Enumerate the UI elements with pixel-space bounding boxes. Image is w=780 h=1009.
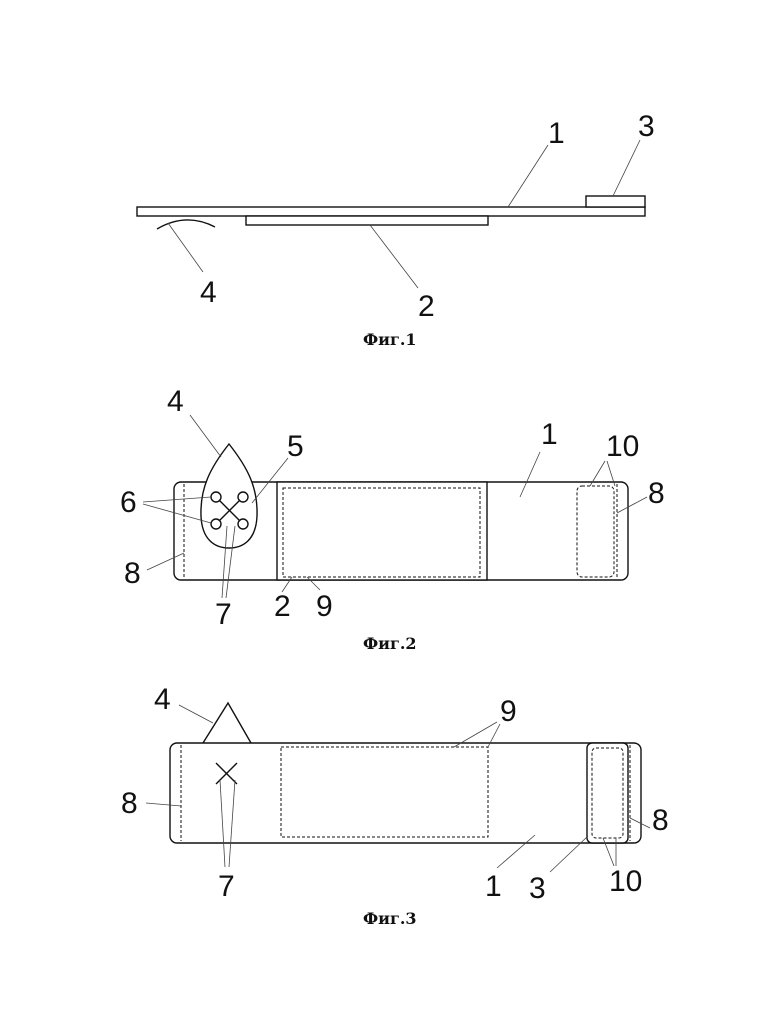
fig1-label-2: 2	[418, 290, 435, 323]
fig2-label-4: 4	[167, 385, 184, 418]
fig2-leader-4	[190, 415, 221, 457]
fig1-leader-2	[370, 225, 418, 288]
fig2-pad-2	[277, 482, 487, 580]
fig3-label-7: 7	[218, 870, 235, 903]
fig2-caption: Фиг.2	[363, 634, 417, 653]
fig1-fastener-3	[586, 196, 645, 207]
fig3-label-10: 10	[609, 865, 642, 898]
fig2-label-5: 5	[287, 430, 304, 463]
fig1-pad-2	[246, 216, 488, 225]
fig3-hook-4	[203, 703, 251, 743]
fig3-caption: Фиг.3	[363, 909, 417, 928]
fig2-label-6: 6	[120, 486, 137, 519]
fig2-label-7: 7	[215, 598, 232, 631]
fig1-label-3: 3	[638, 110, 655, 143]
fig3-label-8-left: 8	[121, 787, 138, 820]
fig1-hook-4	[157, 220, 215, 229]
fig2-label-8-left: 8	[124, 557, 141, 590]
fig1-label-4: 4	[200, 276, 217, 309]
fig3-label-1: 1	[485, 870, 502, 903]
fig2-label-10: 10	[606, 430, 639, 463]
fig2-label-2: 2	[274, 590, 291, 623]
fig1-leader-4	[168, 223, 203, 272]
figure-3: 4 9 8 8 7 1 3 10 Фиг.3	[121, 683, 669, 928]
fig1-strap-1	[137, 207, 645, 216]
fig2-label-9: 9	[316, 590, 333, 623]
fig3-label-9: 9	[500, 695, 517, 728]
fig3-strap-1	[170, 743, 641, 843]
fig2-label-8-right: 8	[648, 477, 665, 510]
fig3-leader-4	[179, 705, 213, 723]
figure-1: 1 3 4 2 Фиг.1	[137, 110, 655, 349]
fig3-fastener-3	[587, 743, 628, 843]
figure-2: 4 5 1 10 6 8 8 7 2 9 Фиг.2	[120, 385, 665, 653]
fig3-label-3: 3	[529, 872, 546, 905]
fig3-label-8-right: 8	[652, 804, 669, 837]
fig1-leader-1	[508, 145, 548, 207]
fig3-label-4: 4	[154, 683, 171, 716]
fig1-label-1: 1	[548, 117, 565, 150]
fig1-leader-3	[613, 140, 640, 196]
fig1-caption: Фиг.1	[363, 330, 417, 349]
fig2-label-1: 1	[541, 418, 558, 451]
fig2-hook-4	[201, 444, 257, 548]
